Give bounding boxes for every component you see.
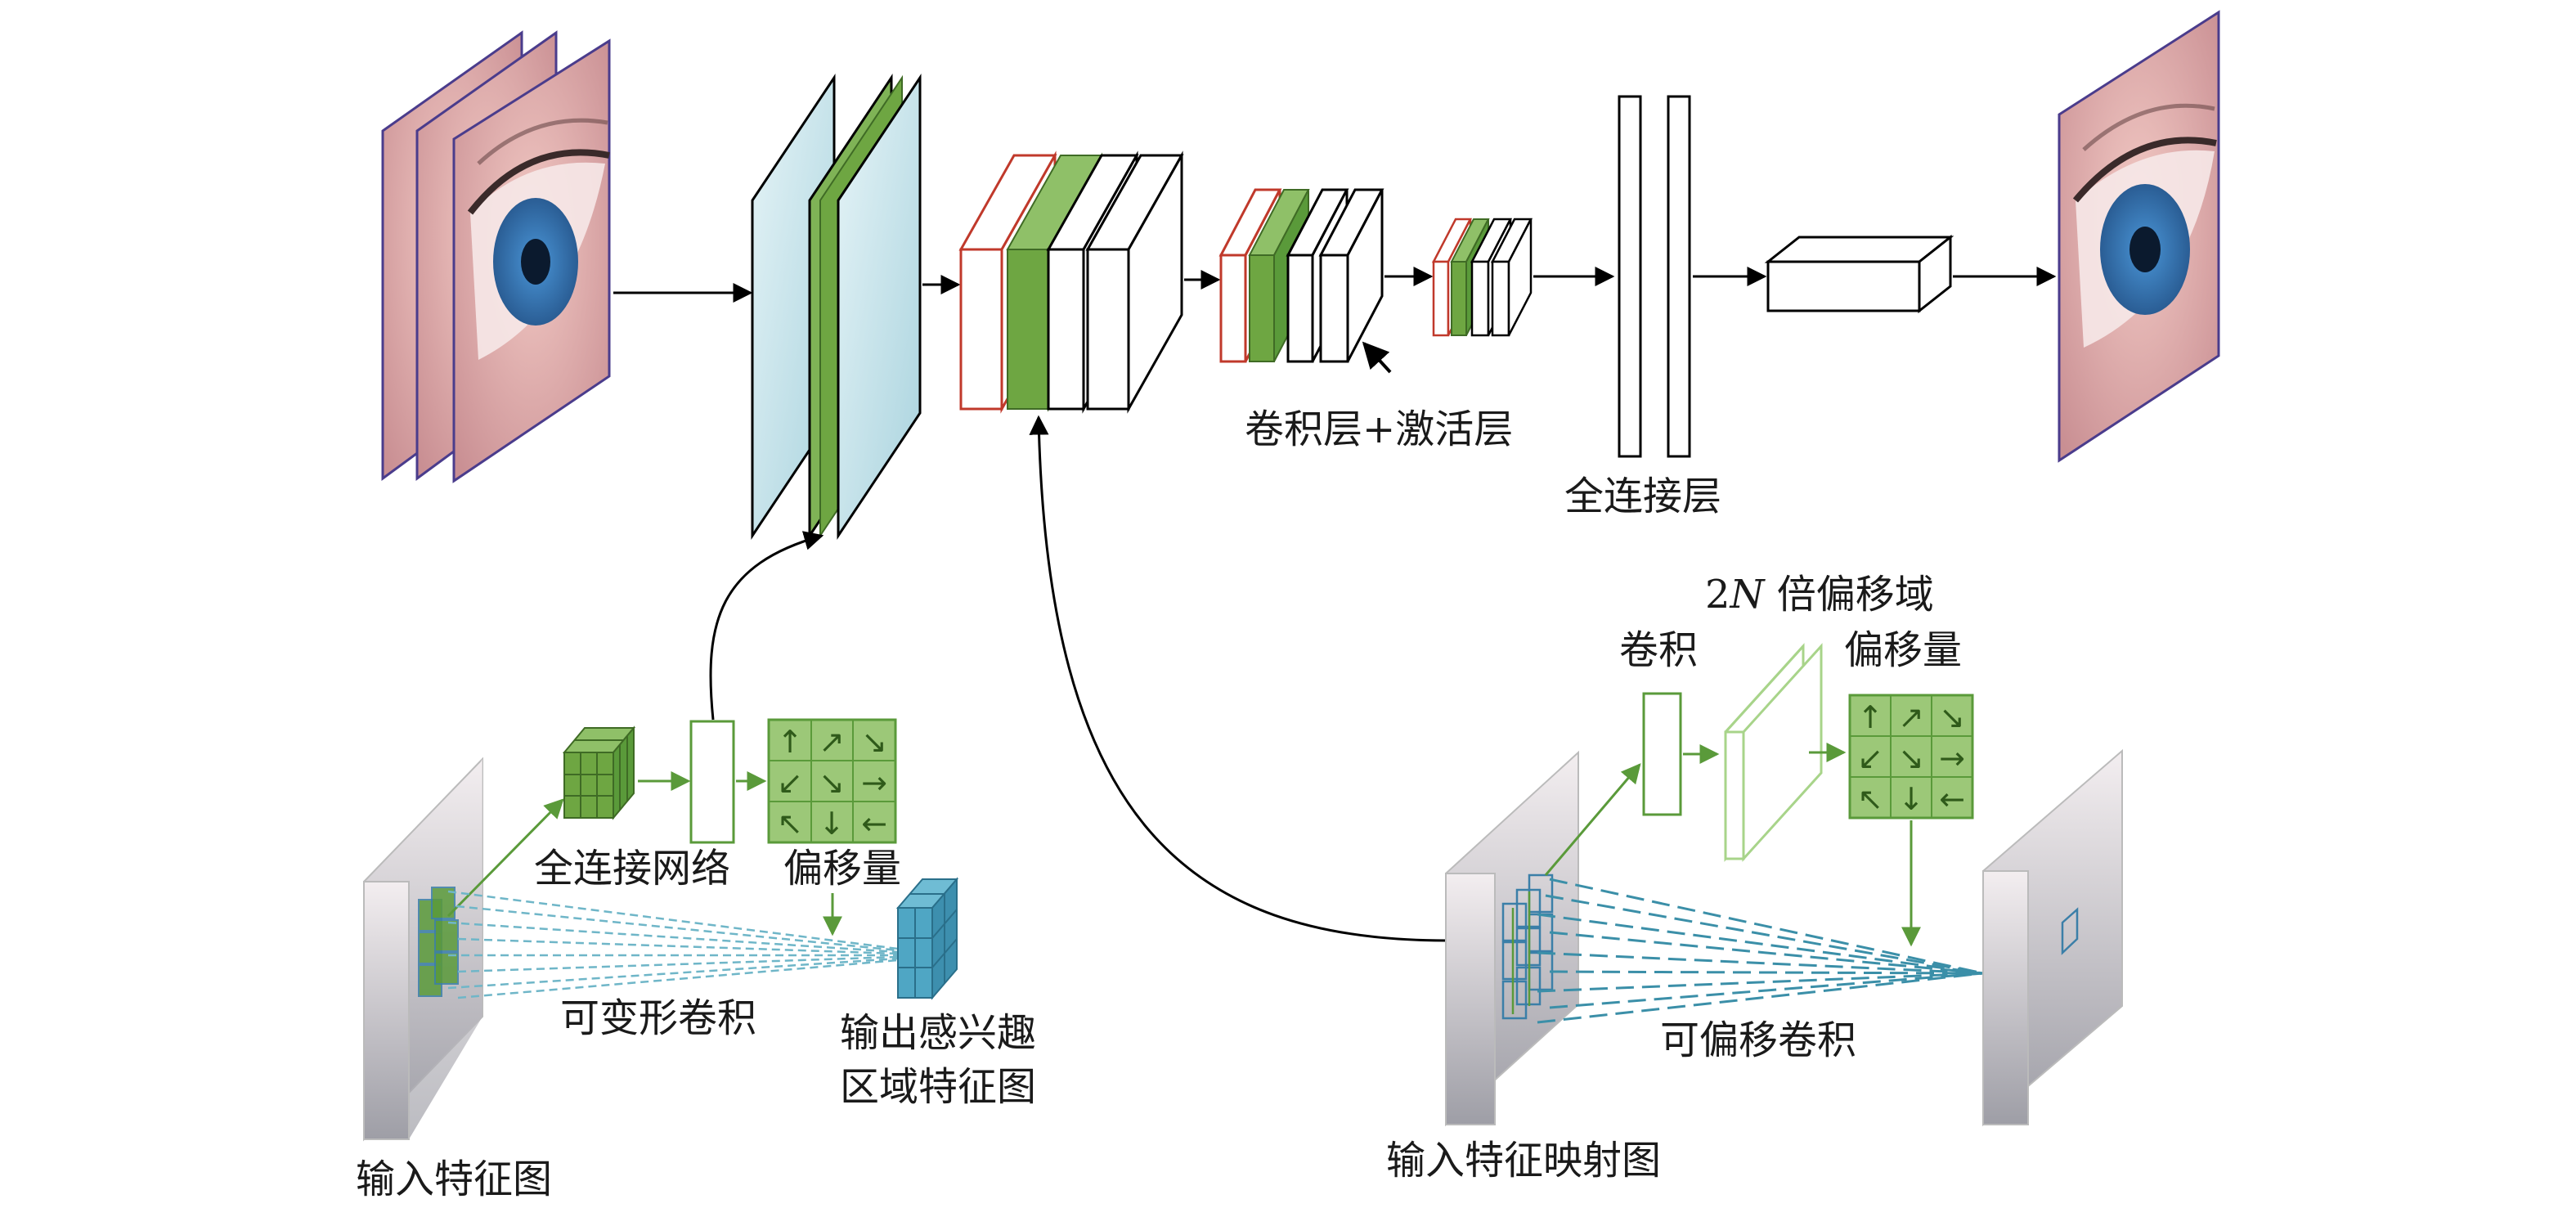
output-eye-image [2058,10,2220,463]
conv-box-right [1642,692,1682,816]
conv-block-2 [958,150,1184,414]
eye-image-front [452,38,611,483]
fc-network-box [689,720,735,844]
label-offset-field-prefix: 2 [1705,572,1730,617]
output-box [1764,234,1954,314]
offset-grid-left: ↑ ↗ ↘ ↙ ↘ → ↖ ↓ ← [767,718,897,844]
arrow-slab-to-cube [447,798,564,918]
mapping-sampling-grid [1501,873,1554,1020]
label-offset-field: 2N 倍偏移域 [1705,572,1934,617]
output-roi-cube [895,877,959,1000]
slab-sampling-grid [418,887,459,997]
offset-arrow-l-0: ↑ [777,724,803,760]
offset-arrow-l-3: ↙ [777,765,803,801]
label-fc-network: 全连接网络 [534,846,731,891]
label-deformable-conv: 可变形卷积 [560,995,757,1041]
offset-arrow-l-2: ↘ [861,724,887,760]
offset-field-slab [1724,643,1823,862]
offset-arrow-r-2: ↘ [1939,699,1965,735]
label-output-roi-line2: 区域特征图 [840,1064,1037,1110]
offset-arrow-l-5: → [861,765,887,801]
label-input-feature-mapping: 输入特征映射图 [1386,1138,1662,1183]
green-kernel-cube [562,725,636,820]
offset-arrow-r-4: ↘ [1898,740,1924,776]
label-input-feature-map: 输入特征图 [356,1156,553,1202]
label-conv: 卷积 [1619,627,1699,673]
offset-arrow-r-0: ↑ [1857,699,1883,735]
label-offset-amount-right: 偏移量 [1844,627,1963,673]
offset-grid-right: ↑ ↗ ↘ ↙ ↘ → ↖ ↓ ← [1848,694,1974,820]
offset-arrow-l-7: ↓ [819,806,845,842]
label-shiftable-conv: 可偏移卷积 [1660,1017,1857,1063]
offset-arrow-l-1: ↗ [819,724,845,760]
offset-arrow-r-5: → [1939,740,1965,776]
label-fc-layer: 全连接层 [1564,474,1722,519]
dashed-projection-right [1537,878,1984,1024]
arrow-pointer-conv-act [1362,341,1392,374]
label-offset-field-suffix: 倍偏移域 [1764,572,1934,617]
offset-arrow-l-4: ↘ [819,765,845,801]
label-conv-act: 卷积层+激活层 [1245,406,1514,452]
label-offset-amount-left: 偏移量 [783,846,902,891]
arrow-mapping-to-conv2 [1029,415,1448,942]
offset-arrow-r-6: ↖ [1857,781,1883,817]
dashed-projection-left [447,890,899,999]
conv-block-1 [751,74,922,540]
offset-arrow-r-1: ↗ [1898,699,1924,735]
output-mapping-slab [1982,748,2123,1127]
offset-arrow-l-8: ← [861,806,887,842]
offset-arrow-r-3: ↙ [1857,740,1883,776]
arrow-fcnet-to-conv1 [709,531,824,721]
label-output-roi-line1: 输出感兴趣 [840,1010,1037,1056]
input-image-stack [381,30,611,483]
offset-arrow-l-6: ↖ [777,806,803,842]
label-offset-field-n: N [1730,572,1765,617]
conv-block-3 [1218,188,1384,363]
fc-layer-bars [1618,95,1691,458]
conv-block-4 [1431,218,1533,337]
arrow-mapping-to-conv [1544,763,1641,876]
offset-arrow-r-8: ← [1939,781,1965,817]
offset-arrow-r-7: ↓ [1898,781,1924,817]
